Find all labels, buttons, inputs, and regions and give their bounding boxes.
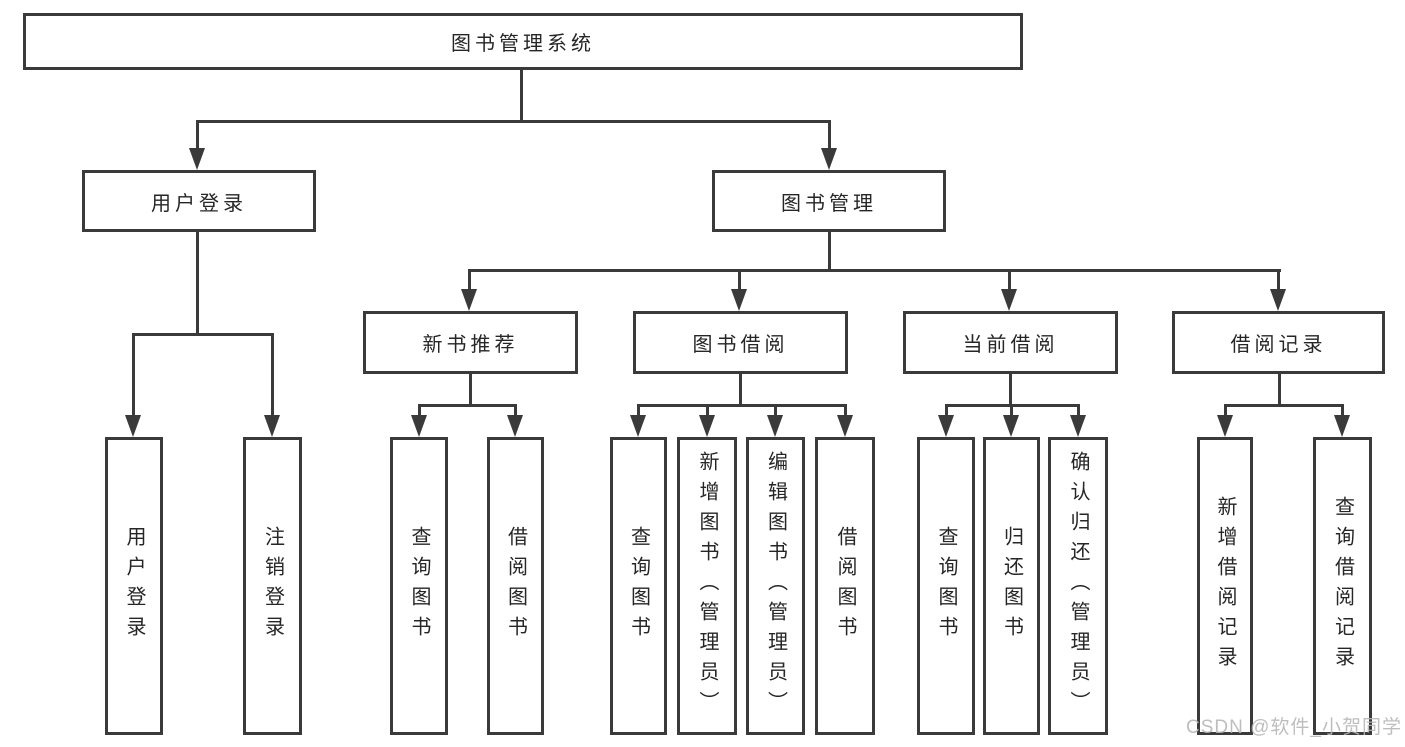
node-user-login-action: 用户登录	[105, 437, 163, 735]
connector-line	[196, 232, 199, 335]
arrow-down-icon	[461, 289, 477, 311]
arrow-down-icon	[837, 415, 853, 437]
connector-line	[132, 333, 135, 417]
node-borrow-books-recommend-label: 借阅图书	[504, 526, 527, 646]
node-query-books-recommend: 查询图书	[390, 437, 448, 735]
connector-line	[520, 70, 523, 120]
connector-line	[1008, 269, 1011, 291]
node-current-borrowing-label: 当前借阅	[962, 334, 1059, 356]
arrow-down-icon	[189, 148, 205, 170]
arrow-down-icon	[699, 415, 715, 437]
node-query-books-current-label: 查询图书	[935, 526, 957, 646]
connector-line	[514, 404, 517, 417]
node-query-borrow-record: 查询借阅记录	[1313, 437, 1372, 735]
connector-line	[469, 269, 1281, 272]
arrow-down-icon	[1003, 415, 1019, 437]
node-add-book-admin-label: 新增图书（管理员）	[696, 451, 718, 721]
node-query-books-borrowing-label: 查询图书	[627, 526, 650, 646]
arrow-down-icon	[821, 148, 837, 170]
connector-line	[468, 269, 471, 291]
node-query-books-borrowing: 查询图书	[610, 437, 667, 735]
node-current-borrowing: 当前借阅	[903, 311, 1118, 374]
connector-line	[637, 404, 846, 407]
arrow-down-icon	[411, 415, 427, 437]
connector-line	[271, 333, 274, 417]
arrow-down-icon	[1070, 415, 1086, 437]
node-query-books-current: 查询图书	[917, 437, 975, 735]
arrow-down-icon	[125, 415, 141, 437]
connector-line	[132, 333, 274, 336]
node-user-login-label: 用户登录	[151, 192, 247, 215]
node-add-borrow-record-label: 新增借阅记录	[1214, 496, 1236, 676]
connector-line	[1010, 404, 1013, 417]
connector-line	[418, 404, 421, 417]
arrow-down-icon	[938, 415, 954, 437]
node-return-books-label: 归还图书	[1000, 526, 1023, 646]
connector-line	[1341, 404, 1344, 417]
arrow-down-icon	[264, 415, 280, 437]
connector-line	[828, 120, 831, 150]
connector-line	[418, 404, 517, 407]
node-root: 图书管理系统	[23, 13, 1023, 70]
node-user-login-action-label: 用户登录	[123, 526, 145, 646]
connector-line	[637, 404, 640, 417]
node-root-label: 图书管理系统	[451, 33, 595, 55]
node-edit-book-admin: 编辑图书（管理员）	[746, 437, 805, 735]
node-return-books: 归还图书	[983, 437, 1040, 735]
node-add-borrow-record: 新增借阅记录	[1197, 437, 1253, 735]
arrow-down-icon	[731, 289, 747, 311]
connector-line	[1009, 374, 1012, 406]
node-borrow-books-recommend: 借阅图书	[487, 437, 544, 735]
arrow-down-icon	[767, 415, 783, 437]
node-borrow-books-borrowing-label: 借阅图书	[834, 526, 856, 646]
connector-line	[774, 404, 777, 417]
connector-line	[828, 232, 831, 271]
arrow-down-icon	[1270, 289, 1286, 311]
arrow-down-icon	[1217, 415, 1233, 437]
node-confirm-return-admin-label: 确认归还（管理员）	[1067, 451, 1089, 721]
node-borrowing-records-label: 借阅记录	[1230, 334, 1327, 356]
node-confirm-return-admin: 确认归还（管理员）	[1048, 437, 1108, 735]
node-query-borrow-record-label: 查询借阅记录	[1331, 496, 1354, 676]
connector-line	[469, 374, 472, 406]
connector-line	[739, 374, 742, 406]
csdn-watermark: CSDN @软件_小贺同学	[1186, 717, 1402, 738]
node-book-borrowing: 图书借阅	[633, 311, 848, 374]
connector-line	[945, 404, 948, 417]
connector-line	[196, 120, 831, 123]
connector-line	[1277, 269, 1280, 291]
node-logout: 注销登录	[243, 437, 302, 735]
node-new-book-recommend: 新书推荐	[363, 311, 578, 374]
connector-line	[1224, 404, 1227, 417]
arrow-down-icon	[1334, 415, 1350, 437]
node-book-management: 图书管理	[712, 170, 946, 232]
arrow-down-icon	[630, 415, 646, 437]
node-new-book-recommend-label: 新书推荐	[422, 334, 519, 356]
node-borrow-books-borrowing: 借阅图书	[815, 437, 875, 735]
arrow-down-icon	[507, 415, 523, 437]
connector-line	[1278, 374, 1281, 405]
node-book-management-label: 图书管理	[781, 192, 877, 215]
arrow-down-icon	[1001, 289, 1017, 311]
connector-line	[738, 269, 741, 291]
node-book-borrowing-label: 图书借阅	[692, 334, 789, 356]
node-logout-label: 注销登录	[261, 526, 284, 646]
connector-line	[196, 120, 199, 150]
connector-line	[1224, 404, 1343, 407]
node-borrowing-records: 借阅记录	[1172, 311, 1385, 374]
node-query-books-recommend-label: 查询图书	[408, 526, 430, 646]
node-user-login: 用户登录	[82, 170, 316, 232]
connector-line	[706, 404, 709, 417]
connector-line	[844, 404, 847, 417]
connector-line	[1077, 404, 1080, 417]
node-edit-book-admin-label: 编辑图书（管理员）	[764, 451, 787, 721]
node-add-book-admin: 新增图书（管理员）	[677, 437, 737, 735]
